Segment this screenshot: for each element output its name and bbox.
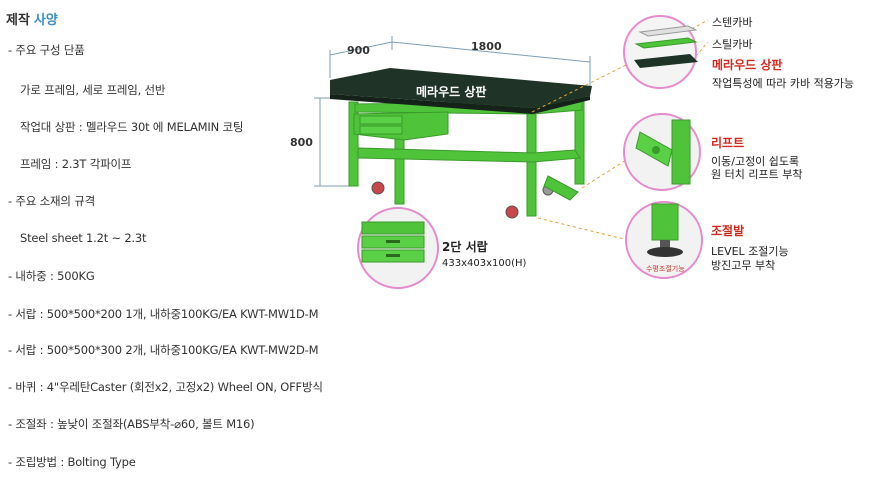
- spec-line: - 조립방법 : Bolting Type: [8, 455, 136, 469]
- title-part-1: 제작: [6, 13, 30, 28]
- frame: [348, 95, 585, 217]
- width-dimension: 1800: [471, 40, 502, 53]
- leveler-callout-desc-2: 방진고무 부착: [711, 259, 776, 272]
- leveler-callout-desc-1: LEVEL 조절기능: [711, 245, 789, 258]
- spec-line: Steel sheet 1.2t ~ 2.3t: [20, 231, 147, 245]
- drawer-callout-title: 2단 서랍: [442, 240, 488, 254]
- spec-line: - 서랍 : 500*500*300 2개, 내하중100KG/EA KWT-M…: [8, 343, 319, 357]
- leveler-badge: 수평조절기능: [646, 265, 685, 273]
- spec-line: - 바퀴 : 4"우레탄Caster (회전x2, 고정x2) Wheel ON…: [8, 380, 323, 394]
- drawer-detail: [361, 221, 425, 263]
- title-part-2: 사양: [33, 13, 58, 28]
- depth-dimension: 900: [347, 44, 370, 57]
- leveler-callout-title: 조절발: [711, 224, 745, 238]
- drawer-callout-size: 433x403x100(H): [442, 258, 527, 269]
- steel-cover-label: 스틸카바: [712, 38, 753, 51]
- spec-line: - 주요 구성 단품: [8, 43, 85, 57]
- lift-pedal: [543, 175, 579, 201]
- melamine-top: [330, 68, 592, 108]
- casters: [371, 181, 554, 219]
- top-label: 메라우드 상판: [416, 85, 487, 99]
- spec-line: 가로 프레임, 세로 프레임, 선반: [20, 83, 166, 97]
- lift-callout-title: 리프트: [711, 136, 745, 150]
- cover-callout-circle: [623, 15, 697, 89]
- spec-line: - 조절좌 : 높낮이 조절좌(ABS부착-⌀60, 볼트 M16): [8, 417, 255, 431]
- spec-line: - 서랍 : 500*500*200 1개, 내하중100KG/EA KWT-M…: [8, 307, 319, 321]
- spec-line: - 주요 소재의 규격: [8, 194, 95, 208]
- lift-callout-desc-1: 이동/고정이 쉽도록: [711, 155, 800, 168]
- cover-callout-title: 메라우드 상판: [712, 58, 783, 72]
- spec-line: - 내하중 : 500KG: [8, 269, 95, 283]
- spec-line: 작업대 상판 : 멜라우드 30t 에 MELAMIN 코팅: [20, 120, 244, 134]
- stainless-cover-label: 스텐카바: [712, 16, 753, 29]
- spec-line: 프레임 : 2.3T 각파이프: [20, 157, 132, 171]
- height-dimension: 800: [290, 136, 313, 149]
- lift-callout-desc-2: 원 터치 리프트 부착: [711, 168, 803, 181]
- cover-callout-desc: 작업특성에 따라 카바 적용가능: [712, 77, 855, 90]
